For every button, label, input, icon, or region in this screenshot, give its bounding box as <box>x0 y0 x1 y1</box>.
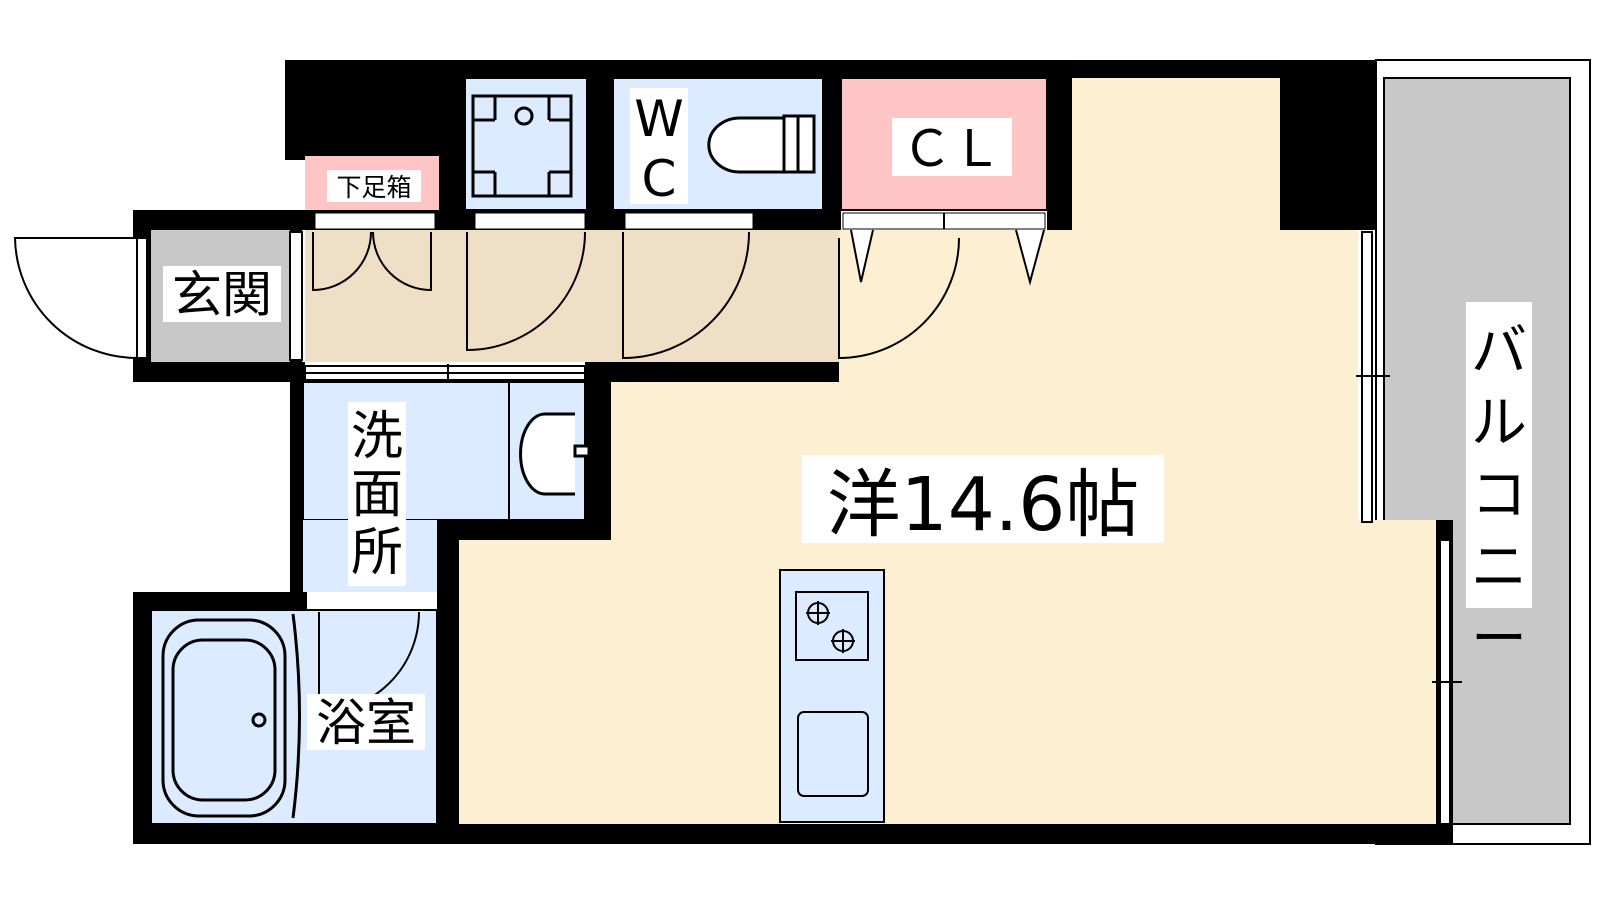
toilet <box>707 114 816 174</box>
washroom-label: 洗面所 <box>351 407 403 583</box>
closet-label: ＣＬ <box>902 120 1002 178</box>
balcony-label: バルコニー <box>1471 319 1527 672</box>
shoe-box-label: 下足箱 <box>336 173 411 202</box>
hallway-floor <box>305 230 839 362</box>
washer-pan <box>471 94 573 198</box>
label-backgrounds <box>163 88 1532 750</box>
main-room-label: 洋14.6帖 <box>827 462 1140 548</box>
wc-label-c: C <box>642 150 677 208</box>
bathroom-label: 浴室 <box>316 694 416 752</box>
kitchen-counter <box>779 569 885 823</box>
main-room-floor <box>459 78 1436 824</box>
wc-label-w: W <box>634 90 683 148</box>
walls <box>133 60 1453 844</box>
wash-basin <box>519 412 591 496</box>
doors <box>13 229 1462 825</box>
bathtub <box>161 613 301 819</box>
entrance-label: 玄関 <box>172 266 272 324</box>
